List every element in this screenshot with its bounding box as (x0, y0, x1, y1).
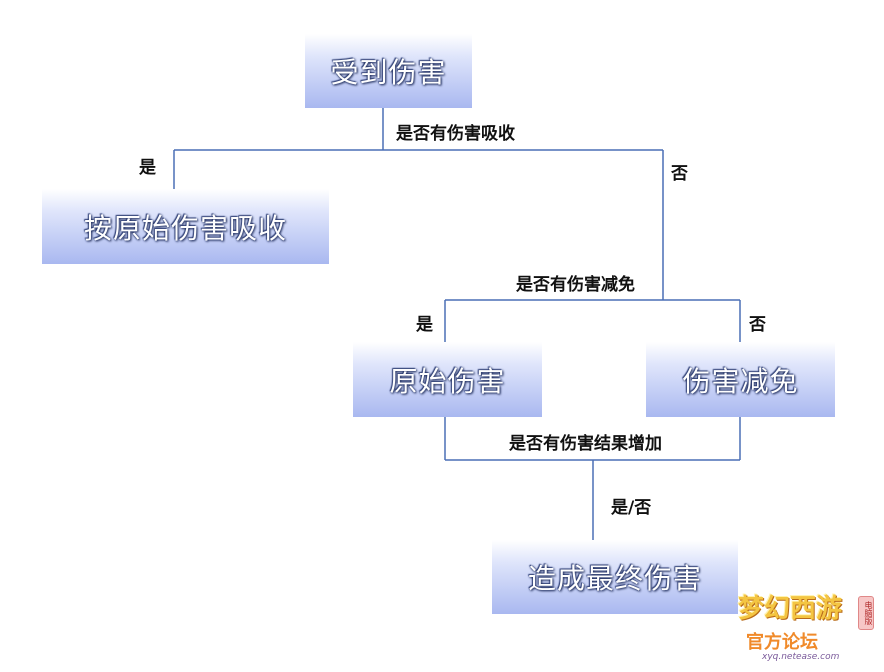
node-damage-reduction: 伤害减免 (646, 342, 835, 417)
node-absorb: 按原始伤害吸收 (42, 189, 329, 264)
answer-yes-absorb: 是 (139, 158, 156, 178)
question-reduction: 是否有伤害减免 (516, 275, 635, 295)
question-increase: 是否有伤害结果增加 (509, 434, 662, 454)
answer-no-reduction: 否 (749, 315, 766, 335)
question-absorb: 是否有伤害吸收 (396, 124, 515, 144)
answer-no-absorb: 否 (671, 164, 688, 184)
watermark-subtitle: 官方论坛 (746, 632, 818, 653)
watermark-logo: 梦幻西游 电脑版 官方论坛 xyq.netease.com (738, 588, 878, 666)
node-final-damage: 造成最终伤害 (492, 540, 738, 614)
answer-yes-reduction: 是 (416, 315, 433, 335)
node-start: 受到伤害 (305, 34, 472, 108)
watermark-url: xyq.netease.com (762, 652, 840, 662)
watermark-title: 梦幻西游 (738, 594, 843, 624)
answer-yes-no-increase: 是/否 (611, 498, 652, 518)
node-raw-damage: 原始伤害 (353, 342, 542, 417)
watermark-badge: 电脑版 (858, 596, 874, 630)
